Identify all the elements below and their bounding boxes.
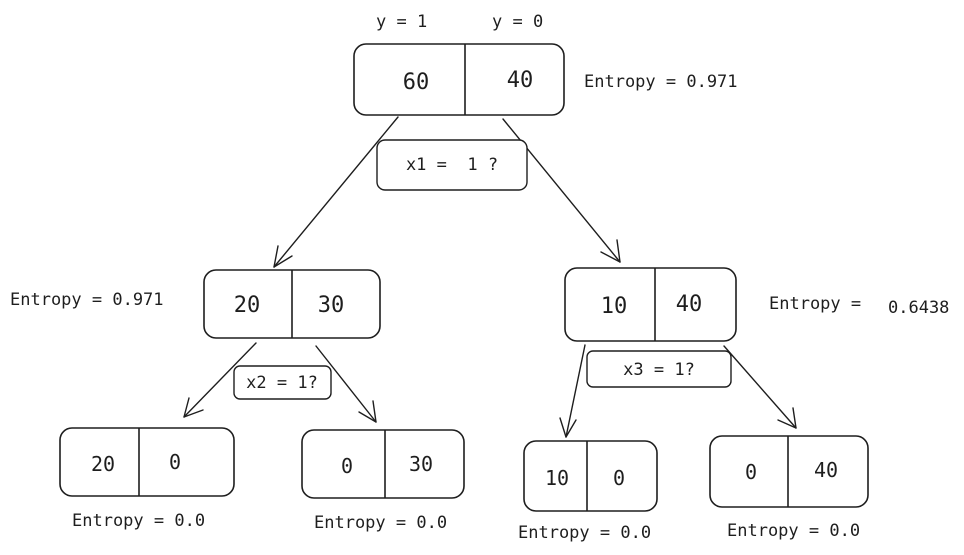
header-y1: y = 1: [376, 12, 427, 32]
leaf-1-entropy: Entropy = 0.0: [72, 511, 205, 531]
edge-mid-right-to-leaf-3: [565, 344, 586, 438]
condition-x2-text: x2 = 1?: [246, 373, 318, 393]
arrowhead-mid-right-to-leaf-4: [777, 407, 797, 429]
condition-x3: x3 = 1?: [586, 350, 732, 388]
edge-root-to-mid-left: [273, 116, 399, 268]
mid-left-count-y1: 20: [234, 293, 261, 318]
condition-x2: x2 = 1?: [233, 365, 332, 400]
mid-left-entropy: Entropy = 0.971: [10, 290, 164, 310]
root-count-y0: 40: [507, 68, 534, 93]
mid-right-node: 10 40: [564, 267, 737, 342]
leaf-3-count-y1: 10: [545, 466, 569, 490]
leaf-4-entropy: Entropy = 0.0: [727, 521, 860, 541]
condition-x3-text: x3 = 1?: [623, 360, 695, 380]
leaf-4-count-y1: 0: [745, 460, 757, 484]
mid-right-count-y1: 10: [601, 294, 628, 319]
leaf-node-2: 0 30: [301, 429, 465, 499]
leaf-node-4: 0 40: [709, 435, 869, 508]
arrowhead-root-to-mid-right: [600, 239, 621, 263]
header-y0: y = 0: [492, 12, 543, 32]
leaf-2-entropy: Entropy = 0.0: [314, 513, 447, 533]
leaf-3-entropy: Entropy = 0.0: [518, 523, 651, 543]
mid-right-count-y0: 40: [676, 292, 703, 317]
edge-mid-left-to-leaf-1: [183, 342, 257, 418]
mid-left-count-y0: 30: [318, 293, 345, 318]
root-entropy: Entropy = 0.971: [584, 72, 738, 92]
leaf-1-count-y0: 0: [169, 450, 181, 474]
arrowhead-mid-left-to-leaf-1: [183, 397, 204, 418]
leaf-4-count-y0: 40: [814, 458, 838, 482]
arrowhead-mid-left-to-leaf-2: [358, 400, 377, 423]
edge-mid-right-to-leaf-4: [723, 345, 797, 429]
arrowhead-mid-right-to-leaf-3: [559, 417, 577, 438]
root-node: 60 40: [353, 43, 565, 116]
leaf-1-count-y1: 20: [91, 452, 115, 476]
condition-x1: x1 = 1 ?: [376, 139, 528, 191]
mid-right-entropy-label: Entropy =: [769, 294, 861, 314]
mid-left-node: 20 30: [203, 269, 381, 339]
arrowhead-root-to-mid-left: [273, 245, 293, 268]
leaf-3-count-y0: 0: [613, 466, 625, 490]
leaf-2-count-y0: 30: [409, 452, 433, 476]
root-count-y1: 60: [403, 70, 430, 95]
edge-mid-left-to-leaf-2: [315, 345, 377, 423]
leaf-2-count-y1: 0: [341, 454, 353, 478]
leaf-node-1: 20 0: [59, 427, 235, 497]
mid-right-entropy-value: 0.6438: [888, 298, 949, 318]
leaf-node-3: 10 0: [523, 440, 658, 512]
condition-x1-text: x1 = 1 ?: [406, 155, 498, 175]
